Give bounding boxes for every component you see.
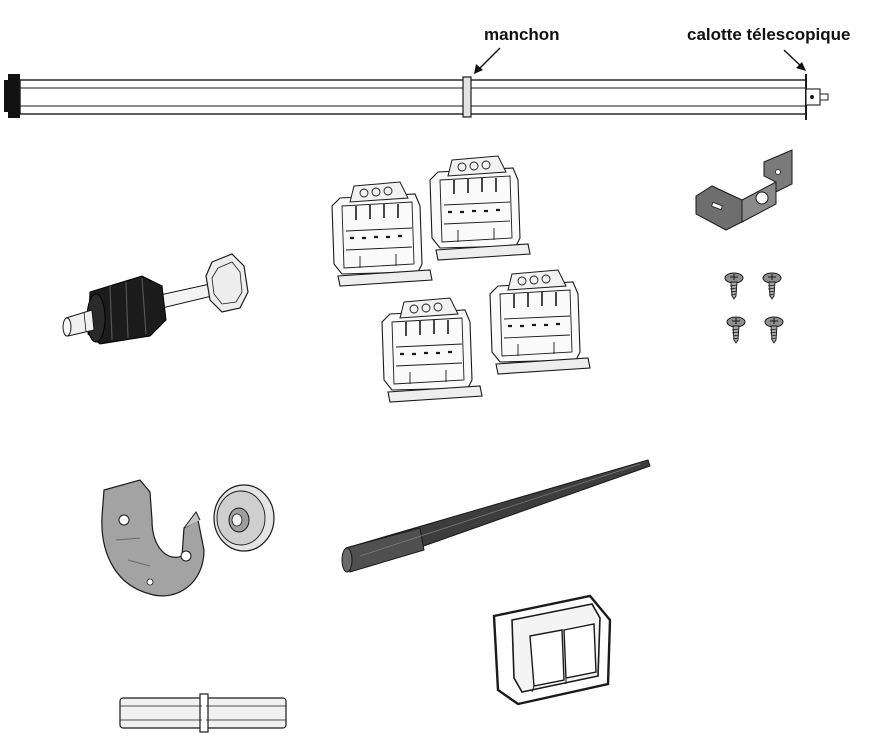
sleeve-manchon	[462, 76, 472, 118]
label-manchon: manchon	[484, 25, 560, 44]
crown-adapter-icon	[62, 253, 249, 345]
washer-icon	[213, 484, 275, 552]
screw-icon	[724, 272, 784, 344]
support-plate-icon	[101, 479, 205, 597]
rod-icon	[341, 459, 651, 573]
connector-icon	[119, 693, 287, 733]
bracket-icon	[695, 149, 793, 231]
switch-icon	[492, 594, 612, 706]
attachment-clip-icon	[330, 154, 592, 404]
label-calotte: calotte télescopique	[687, 25, 850, 44]
tube-icon	[4, 74, 829, 120]
